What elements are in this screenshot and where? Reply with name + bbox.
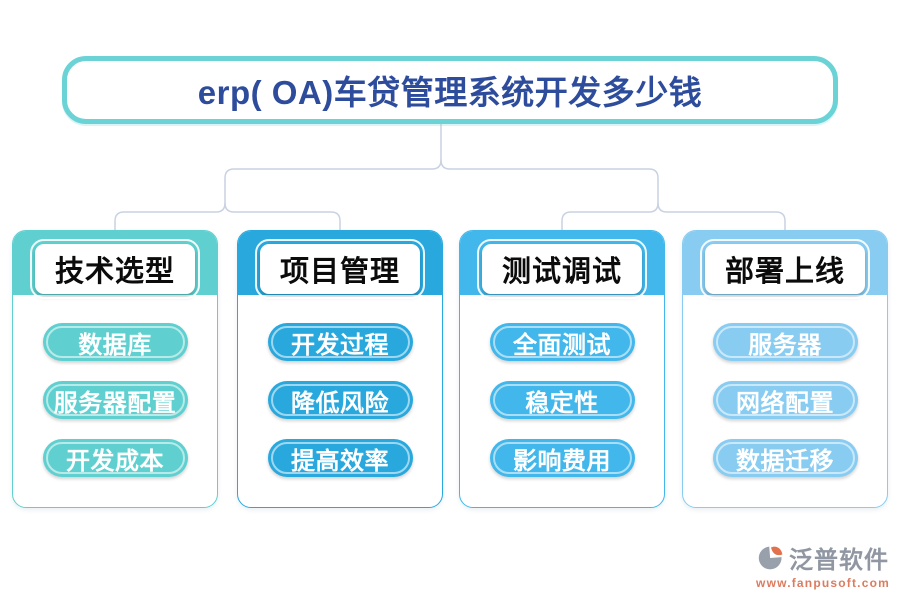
fanpu-logo-icon: [758, 546, 783, 569]
card-band: 技术选型: [13, 231, 217, 299]
list-item: 降低风险: [267, 381, 413, 419]
list-item: 全面测试: [489, 323, 635, 361]
list-item: 网络配置: [712, 381, 858, 419]
list-item: 服务器: [712, 323, 858, 361]
card-tech-selection: 技术选型 数据库 服务器配置 开发成本: [12, 230, 218, 508]
brand-row: 泛普软件: [756, 540, 890, 575]
connector-left-branch: [114, 122, 442, 232]
card-items: 开发过程 降低风险 提高效率: [238, 295, 442, 477]
footer-brand: 泛普软件 www.fanpusoft.com: [756, 540, 890, 590]
list-item: 稳定性: [489, 381, 635, 419]
card-header: 技术选型: [30, 239, 200, 299]
card-items: 数据库 服务器配置 开发成本: [13, 295, 217, 477]
card-header: 项目管理: [255, 239, 425, 299]
connector-left-inner: [224, 202, 341, 232]
card-testing-debugging: 测试调试 全面测试 稳定性 影响费用: [459, 230, 665, 508]
card-header: 部署上线: [700, 239, 870, 299]
page-title: erp( OA)车贷管理系统开发多少钱: [197, 74, 703, 111]
title-banner: erp( OA)车贷管理系统开发多少钱: [62, 56, 838, 124]
brand-url: www.fanpusoft.com: [756, 576, 890, 590]
card-band: 部署上线: [683, 231, 887, 299]
list-item: 数据库: [42, 323, 188, 361]
list-item: 提高效率: [267, 439, 413, 477]
connector-right-inner: [561, 202, 659, 232]
brand-name: 泛普软件: [789, 547, 890, 574]
card-band: 测试调试: [460, 231, 664, 299]
list-item: 数据迁移: [712, 439, 858, 477]
card-band: 项目管理: [238, 231, 442, 299]
card-items: 服务器 网络配置 数据迁移: [683, 295, 887, 477]
card-header: 测试调试: [477, 239, 647, 299]
card-project-management: 项目管理 开发过程 降低风险 提高效率: [237, 230, 443, 508]
list-item: 影响费用: [489, 439, 635, 477]
list-item: 开发过程: [267, 323, 413, 361]
connector-right-branch: [440, 159, 786, 232]
card-items: 全面测试 稳定性 影响费用: [460, 295, 664, 477]
list-item: 服务器配置: [42, 381, 188, 419]
card-deployment-launch: 部署上线 服务器 网络配置 数据迁移: [682, 230, 888, 508]
list-item: 开发成本: [42, 439, 188, 477]
